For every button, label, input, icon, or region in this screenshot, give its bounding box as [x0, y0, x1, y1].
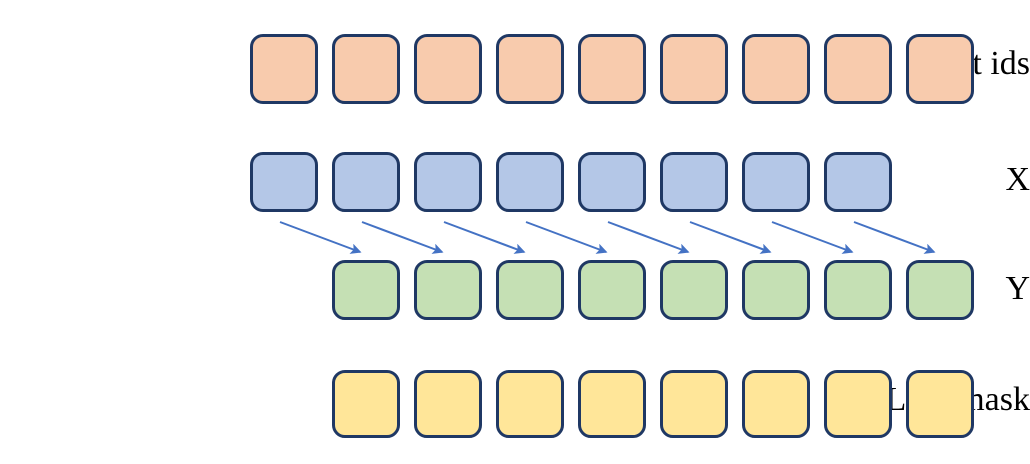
- cell-y-3: [578, 260, 646, 320]
- cell-x-2: [414, 152, 482, 212]
- shift-arrow-7: [853, 221, 936, 254]
- cell-x-3: [496, 152, 564, 212]
- shift-arrow-1: [361, 221, 444, 254]
- cell-y-4: [660, 260, 728, 320]
- row-label-x: X: [1005, 161, 1030, 198]
- cell-loss-mask-0: [332, 370, 400, 438]
- shift-arrow-5: [689, 221, 772, 254]
- cell-loss-mask-3: [578, 370, 646, 438]
- cell-input-ids-2: [414, 34, 482, 104]
- cell-input-ids-1: [332, 34, 400, 104]
- cell-loss-mask-4: [660, 370, 728, 438]
- shift-arrow-2: [443, 221, 526, 254]
- cell-x-4: [578, 152, 646, 212]
- cell-input-ids-0: [250, 34, 318, 104]
- shift-arrow-6: [771, 221, 854, 254]
- cell-input-ids-6: [742, 34, 810, 104]
- cell-x-7: [824, 152, 892, 212]
- cell-y-5: [742, 260, 810, 320]
- shift-arrow-3: [525, 221, 608, 254]
- cell-x-1: [332, 152, 400, 212]
- cell-x-0: [250, 152, 318, 212]
- cell-x-6: [742, 152, 810, 212]
- cell-loss-mask-1: [414, 370, 482, 438]
- cell-input-ids-3: [496, 34, 564, 104]
- cell-loss-mask-6: [824, 370, 892, 438]
- cell-y-7: [906, 260, 974, 320]
- cell-loss-mask-5: [742, 370, 810, 438]
- row-label-y: Y: [1005, 270, 1030, 307]
- cell-loss-mask-2: [496, 370, 564, 438]
- cell-y-0: [332, 260, 400, 320]
- cell-input-ids-4: [578, 34, 646, 104]
- cell-input-ids-7: [824, 34, 892, 104]
- cell-loss-mask-7: [906, 370, 974, 438]
- cell-y-6: [824, 260, 892, 320]
- shift-arrow-0: [279, 221, 362, 254]
- shift-arrow-4: [607, 221, 690, 254]
- cell-y-2: [496, 260, 564, 320]
- cell-input-ids-5: [660, 34, 728, 104]
- cell-input-ids-8: [906, 34, 974, 104]
- arrows: [279, 221, 936, 254]
- cell-y-1: [414, 260, 482, 320]
- cell-x-5: [660, 152, 728, 212]
